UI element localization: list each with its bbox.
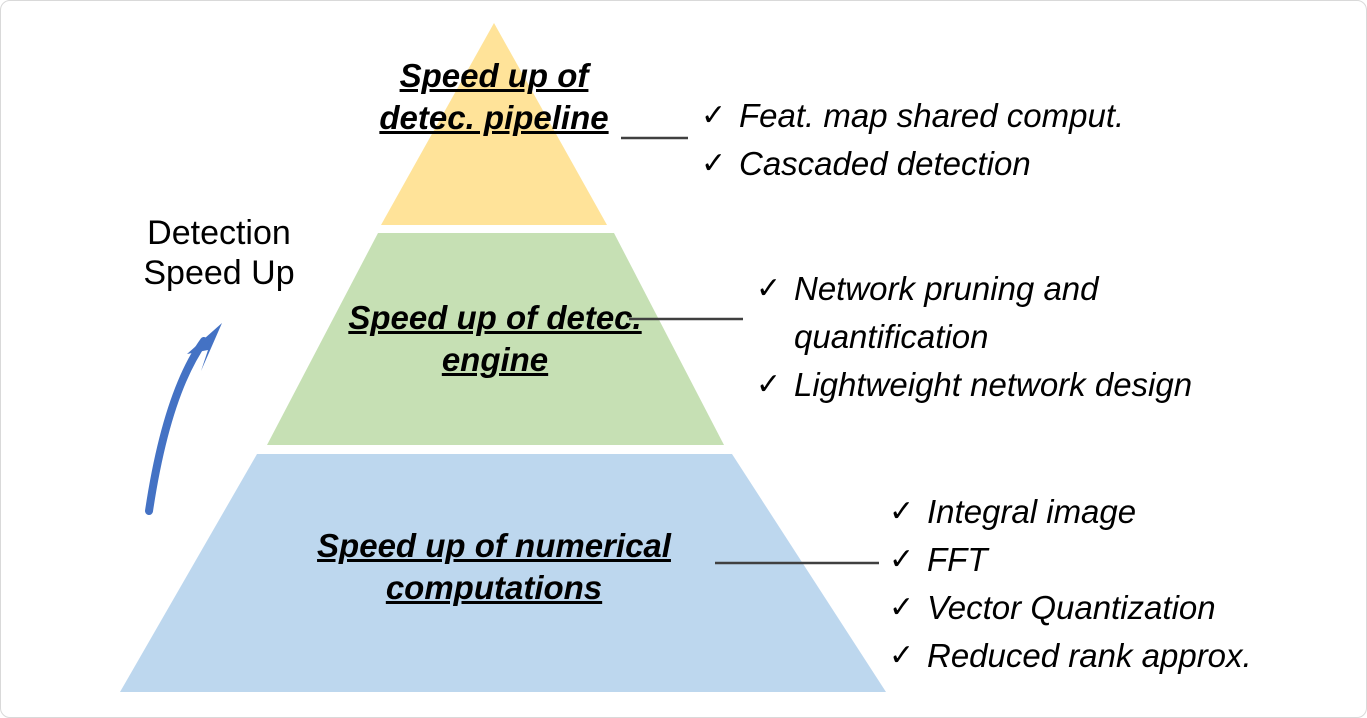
check-icon: ✓ — [756, 367, 782, 401]
bullet-text: Lightweight network design — [794, 365, 1193, 403]
check-icon: ✓ — [889, 542, 915, 576]
bullet-text: Integral image — [927, 493, 1137, 530]
list-item: ✓ Network pruning and quantification — [756, 265, 1336, 361]
list-item: ✓ Cascaded detection — [701, 140, 1321, 188]
bullet-list-pipeline: ✓ Feat. map shared comput. ✓ Cascaded de… — [701, 92, 1321, 188]
axis-label-detection-speed-up: Detection Speed Up — [143, 214, 295, 292]
tier-caption-pipeline: Speed up of detec. pipeline — [379, 57, 609, 137]
bullet-text: Cascaded detection — [739, 144, 1031, 182]
list-item: ✓ Lightweight network design — [756, 361, 1336, 409]
bullet-text: FFT — [927, 540, 988, 578]
check-icon: ✓ — [889, 495, 915, 528]
pyramid-tier-pipeline[interactable] — [381, 23, 607, 225]
tier-caption-engine: Speed up of detec. engine — [348, 299, 642, 379]
bullet-text: Network pruning and quantification — [794, 270, 1099, 355]
list-item: ✓ Reduced rank approx. — [889, 632, 1359, 680]
check-icon: ✓ — [756, 272, 782, 305]
tier-caption-numerical: Speed up of numerical computations — [317, 527, 671, 607]
bullet-text: Vector Quantization — [927, 588, 1216, 626]
pyramid-tier-engine[interactable] — [267, 233, 724, 445]
up-arrow-icon — [145, 323, 222, 515]
list-item: ✓ FFT — [889, 536, 1359, 584]
check-icon: ✓ — [701, 146, 727, 180]
list-item: ✓ Feat. map shared comput. — [701, 92, 1321, 140]
bullet-list-numerical: ✓ Integral image ✓ FFT ✓ Vector Quantiza… — [889, 488, 1359, 679]
bullet-list-engine: ✓ Network pruning and quantification ✓ L… — [756, 265, 1336, 409]
check-icon: ✓ — [889, 638, 915, 672]
bullet-text: Reduced rank approx. — [927, 636, 1252, 674]
check-icon: ✓ — [701, 99, 727, 132]
pyramid-tier-numerical[interactable] — [120, 454, 886, 692]
check-icon: ✓ — [889, 590, 915, 624]
list-item: ✓ Vector Quantization — [889, 584, 1359, 632]
bullet-text: Feat. map shared comput. — [739, 97, 1125, 134]
list-item: ✓ Integral image — [889, 488, 1359, 536]
